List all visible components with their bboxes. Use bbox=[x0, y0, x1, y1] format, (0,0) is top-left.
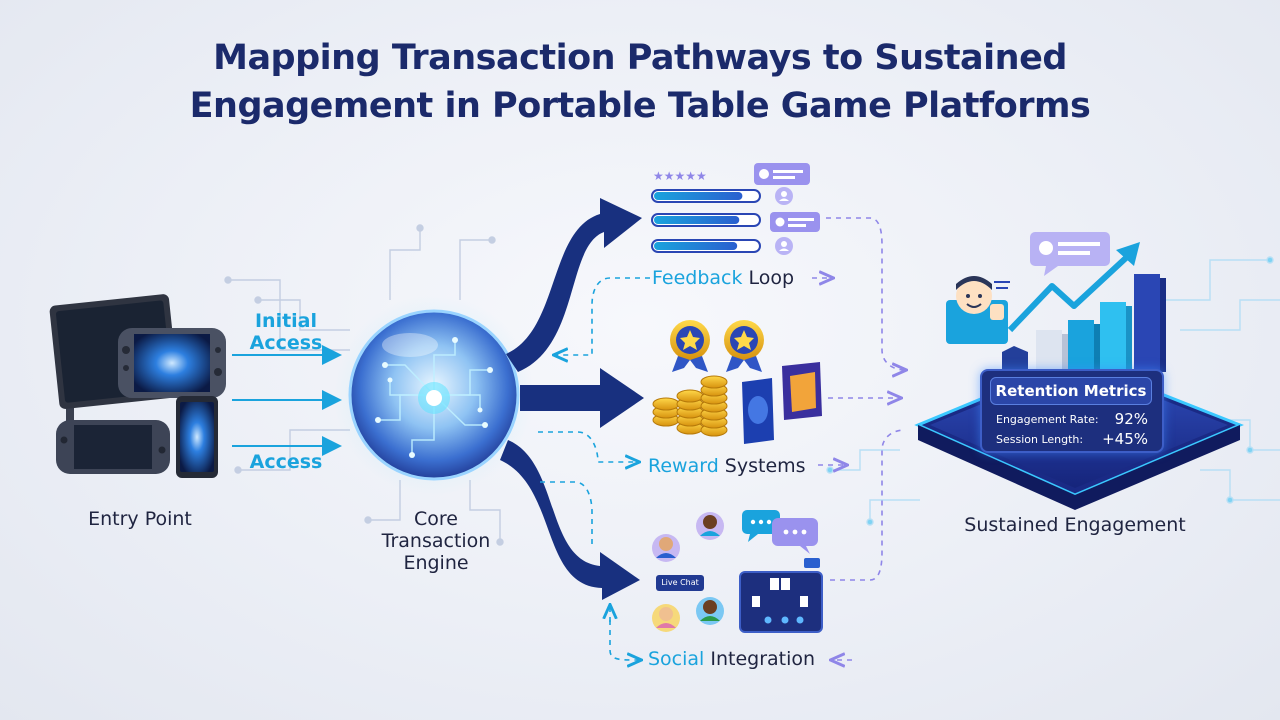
live-chat-label: Live Chat bbox=[656, 575, 704, 591]
medal-icon bbox=[670, 320, 764, 372]
entry-point-label: Entry Point bbox=[88, 508, 192, 530]
arrow-label-access-top: Access bbox=[249, 332, 323, 354]
engine-label-line-2: Transaction bbox=[381, 530, 491, 552]
page-title: Mapping Transaction Pathways to Sustaine… bbox=[0, 34, 1280, 130]
feedback-loop-highlight: Feedback bbox=[652, 267, 743, 289]
dashed-connectors bbox=[538, 217, 905, 660]
sustained-engagement-label: Sustained Engagement bbox=[964, 514, 1186, 536]
engine-label: Core Transaction Engine bbox=[376, 508, 496, 574]
circuit-traces-left bbox=[224, 224, 504, 546]
card-table-icon bbox=[739, 558, 823, 633]
user-chat-icon bbox=[754, 163, 820, 255]
metric-chat-icon bbox=[1030, 232, 1110, 276]
title-line-1: Mapping Transaction Pathways to Sustaine… bbox=[213, 38, 1067, 78]
trend-arrow-icon bbox=[1007, 242, 1140, 333]
feedback-bar-fill bbox=[654, 192, 743, 200]
orb-chip-icon bbox=[334, 295, 534, 495]
metric-name: Engagement Rate: bbox=[996, 413, 1099, 426]
branch-arrows bbox=[500, 198, 644, 600]
arrow-label-initial-access: Initial Access bbox=[236, 310, 336, 354]
arrow-label-initial: Initial bbox=[254, 310, 318, 332]
thumbs-up-user-icon bbox=[946, 276, 1010, 344]
engine-label-line-3: Engine bbox=[403, 552, 469, 574]
star-rating-icon: ★★★★★ bbox=[653, 169, 707, 183]
bar-chart-icon bbox=[1002, 274, 1166, 372]
social-integration-highlight: Social bbox=[648, 648, 705, 670]
token-pack-icon bbox=[742, 362, 822, 444]
feedback-bar-fill bbox=[654, 242, 738, 250]
reward-systems-rest: Systems bbox=[718, 455, 806, 477]
metric-value: +45% bbox=[1102, 430, 1148, 448]
metric-value: 92% bbox=[1114, 410, 1148, 428]
retention-metrics-title: Retention Metrics bbox=[990, 377, 1152, 405]
retention-metrics-panel: Retention Metrics Engagement Rate: 92% S… bbox=[980, 369, 1164, 453]
avatar-icon bbox=[652, 512, 724, 632]
entry-arrows bbox=[232, 345, 342, 456]
circuit-traces-right bbox=[826, 256, 1280, 526]
social-integration-rest: Integration bbox=[704, 648, 816, 670]
chat-bubble-icon bbox=[742, 510, 818, 554]
metric-row-engagement: Engagement Rate: 92% bbox=[996, 410, 1152, 428]
metric-row-session: Session Length: +45% bbox=[996, 430, 1152, 448]
coin-stack-icon bbox=[652, 375, 728, 437]
feedback-loop-rest: Loop bbox=[742, 267, 795, 289]
metric-name: Session Length: bbox=[996, 433, 1084, 446]
social-integration-label: Social Integration bbox=[648, 648, 828, 670]
reward-systems-highlight: Reward bbox=[648, 455, 719, 477]
engine-label-line-1: Core bbox=[414, 508, 458, 530]
svg-text:★★★★★: ★★★★★ bbox=[653, 169, 707, 183]
feedback-loop-label: Feedback Loop bbox=[652, 267, 808, 289]
reward-systems-label: Reward Systems bbox=[648, 455, 818, 477]
arrow-label-access: Access bbox=[249, 451, 323, 473]
title-line-2: Engagement in Portable Table Game Platfo… bbox=[189, 86, 1091, 126]
feedback-bars bbox=[651, 189, 761, 253]
feedback-bar-fill bbox=[654, 216, 740, 224]
devices-icon bbox=[49, 294, 226, 478]
